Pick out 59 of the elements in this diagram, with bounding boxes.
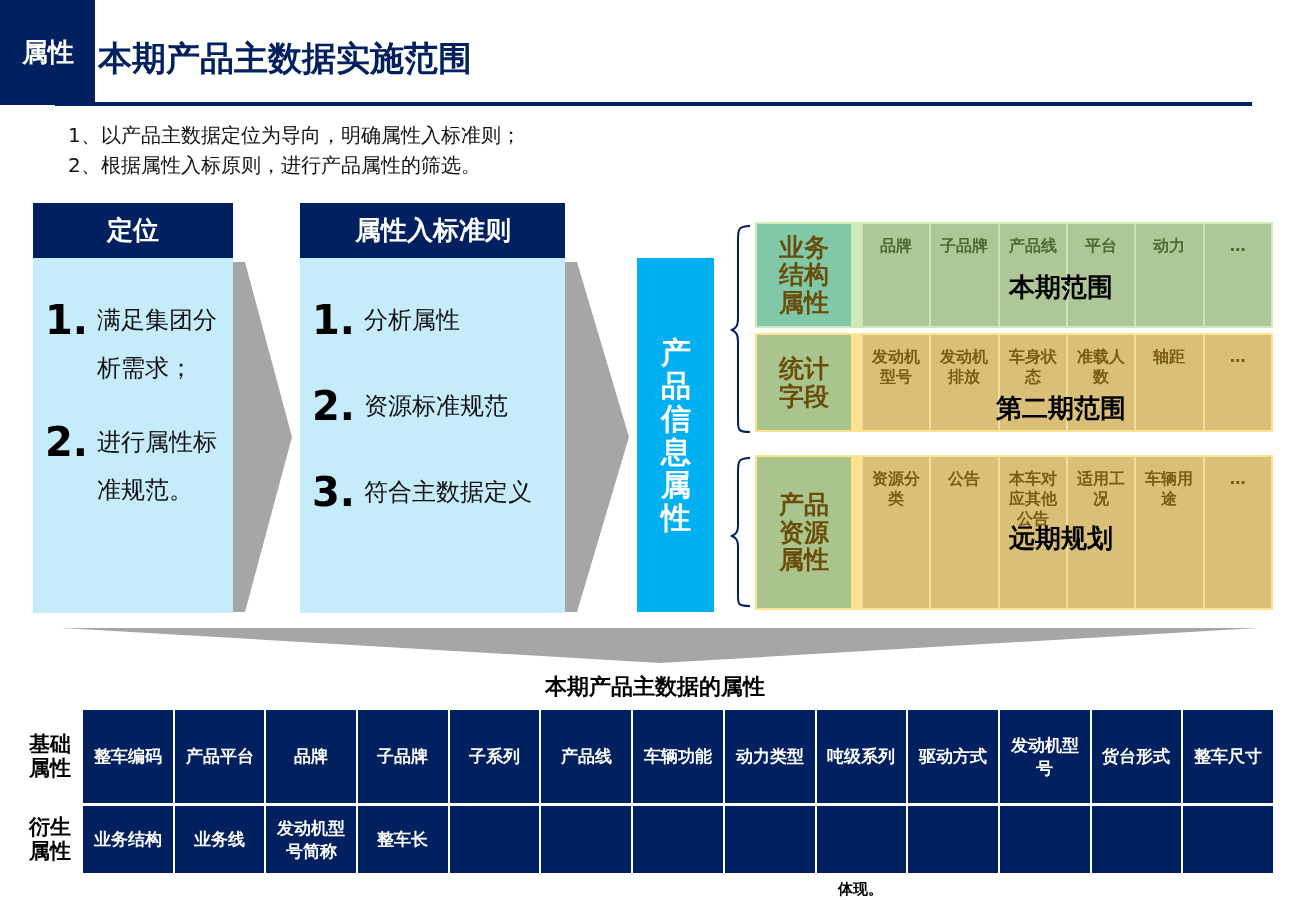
faded-cell: 资源分类 — [861, 457, 930, 608]
table-cell: 产品平台 — [173, 709, 266, 804]
faded-cell: 品牌 — [861, 224, 930, 326]
chevron-arrow — [565, 262, 629, 612]
attribute-row — [755, 455, 1273, 610]
table-cell: 吨级系列 — [815, 709, 908, 804]
table-cell: 驱动方式 — [907, 709, 999, 804]
table-cell: 整车长 — [357, 805, 449, 874]
table-cell: 整车编码 — [82, 709, 174, 804]
table-cell: 货台形式 — [1090, 709, 1183, 804]
table-cell: 子系列 — [448, 709, 541, 804]
row-header: 业务结构属性 — [757, 224, 851, 326]
faded-cell: 动力 — [1134, 224, 1203, 326]
list-text: 进行属性标准规范。 — [97, 427, 218, 506]
table-cell: 品牌 — [265, 709, 358, 804]
table-heading: 本期产品主数据的属性 — [544, 673, 766, 701]
section-tag: 属性 — [0, 0, 95, 105]
faded-cell: … — [1202, 457, 1271, 608]
table-cell: 产品线 — [540, 709, 633, 804]
list-number: 2. — [45, 420, 89, 464]
table-cell: 动力类型 — [723, 709, 816, 804]
table-cell: 子品牌 — [357, 709, 449, 804]
faded-cell: … — [1202, 335, 1271, 430]
attribute-row — [755, 222, 1273, 328]
table-cell: 业务结构 — [82, 805, 174, 874]
list-number: 1. — [312, 298, 356, 342]
faded-cell: 发动机型号 — [861, 335, 930, 430]
faded-cell: 子品牌 — [929, 224, 998, 326]
row-label: 衍生属性 — [27, 814, 72, 865]
table-cell: 发动机型号 — [998, 709, 1091, 804]
table-cell: 整车尺寸 — [1182, 709, 1274, 804]
faded-cell: … — [1202, 224, 1271, 326]
vertical-label-box: 产品信息属性 — [637, 258, 714, 612]
faded-cell: 车辆用途 — [1134, 457, 1203, 608]
list-number: 2. — [312, 384, 356, 428]
faded-cell: 公告 — [929, 457, 998, 608]
list-number: 1. — [45, 298, 89, 342]
faded-cell: 轴距 — [1134, 335, 1203, 430]
footnote: 体现。 — [838, 880, 883, 899]
panel-header: 属性入标准则 — [300, 203, 565, 258]
row-header: 统计字段 — [757, 335, 851, 430]
note-text: 1、以产品主数据定位为导向，明确属性入标准则； — [68, 122, 521, 149]
list-text: 分析属性 — [364, 305, 460, 336]
row-header: 产品资源属性 — [757, 457, 851, 608]
list-text: 满足集团分析需求； — [97, 305, 218, 384]
list-text: 符合主数据定义 — [364, 477, 532, 508]
scope-label: 第二期范围 — [996, 392, 1126, 425]
row-label: 基础属性 — [28, 731, 72, 782]
note-text: 2、根据属性入标原则，进行产品属性的筛选。 — [68, 152, 481, 179]
list-text: 资源标准规范 — [364, 391, 508, 422]
scope-label: 本期范围 — [1009, 271, 1113, 304]
table-cell: 业务线 — [173, 805, 266, 874]
list-number: 3. — [312, 470, 356, 514]
table-cell: 车辆功能 — [632, 709, 724, 804]
page-title: 本期产品主数据实施范围 — [98, 37, 472, 80]
panel-header: 定位 — [33, 203, 233, 258]
attribute-row — [755, 333, 1273, 432]
table-cell: 发动机型号简称 — [265, 805, 358, 874]
chevron-arrow — [233, 262, 292, 612]
